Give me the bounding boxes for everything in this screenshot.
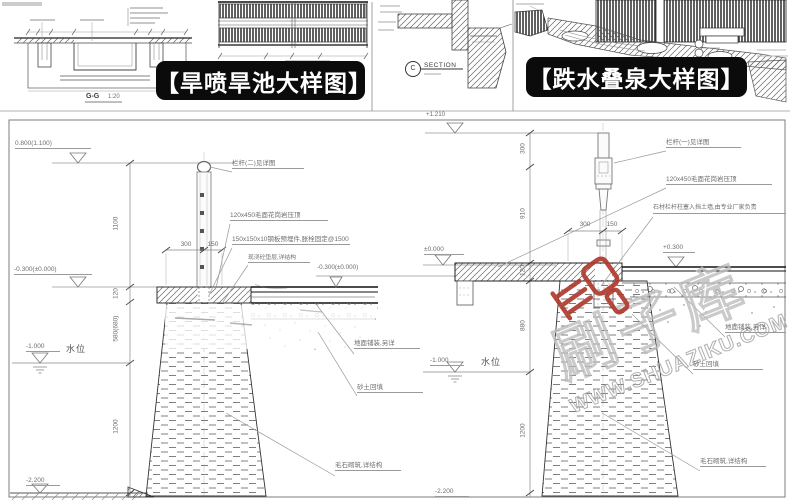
drawing-label-dry-fountain: 【旱喷旱池大样图】 <box>156 61 371 100</box>
elev-right-water: -1.000 <box>430 357 464 367</box>
rubble-pier-body <box>145 302 267 497</box>
note-sand-right: 砂土回填 <box>693 361 763 371</box>
elev-left-top: 0.800(1.100) <box>15 140 91 150</box>
left-pier-detail <box>10 152 455 500</box>
drawing-label-waterfall: 【跌水叠泉大样图】 <box>526 57 747 97</box>
note-coping-left: 120x450毛面花岗岩压顶 <box>230 212 328 222</box>
dim-left-1100: 1100 <box>112 216 120 231</box>
dim-left-120: 120 <box>112 288 120 300</box>
section-mark-gg: G-G <box>86 93 100 100</box>
railing-ball-finial <box>196 160 212 174</box>
dim-left-1200: 1200 <box>112 419 120 434</box>
elev-left-slab: -0.300(±0.000) <box>14 266 92 276</box>
note-stone-railing: 石材栏杆柱塞入挡土墙,由专业厂家负责 <box>653 205 786 214</box>
stone-railing-post <box>594 132 613 247</box>
note-railing-2: 栏杆(二)见详图 <box>232 160 304 170</box>
dim-left-h300: 300 <box>180 241 192 248</box>
elev-mid-paving: -0.300(±0.000) <box>317 264 359 271</box>
right-pier-detail <box>423 122 786 497</box>
elev-right-zero: ±0.000 <box>424 246 464 256</box>
dim-left-h150: 150 <box>207 241 219 248</box>
note-rubble-left: 毛石砌筑,详结构 <box>335 462 401 472</box>
dim-right-880: 880 <box>519 320 527 332</box>
elev-right-bottom: -2.200 <box>435 488 469 498</box>
elev-right-paving: +0.300 <box>663 244 695 254</box>
leader-lines <box>208 166 358 477</box>
section-bubble-letter: C <box>410 65 416 72</box>
note-paving-right: 地面铺装,另详 <box>725 324 786 334</box>
dim-right-910: 910 <box>519 208 527 220</box>
note-rubble-right: 毛石砌筑,详结构 <box>700 458 766 468</box>
paving-layers-right <box>622 266 786 329</box>
elev-left-water: -1.000 <box>26 343 60 353</box>
note-cast-concrete: 现浇砼垫层,详结构 <box>248 255 310 264</box>
water-level-label-right: 水位 <box>481 357 502 367</box>
watermark-brush-icon <box>550 256 630 321</box>
smudge-artifact <box>165 283 375 349</box>
coping-slab-right <box>454 262 623 282</box>
section-scale-gg: 1:20 <box>108 94 120 100</box>
water-level-label-left: 水位 <box>66 344 87 354</box>
elev-right-top: +1.210 <box>426 111 446 118</box>
note-coping-right: 120x450毛面花岗岩压顶 <box>666 176 772 186</box>
dim-right-120: 120 <box>519 265 527 277</box>
dim-right-1200: 1200 <box>519 423 527 438</box>
note-embed-plate: 150x150x10钢板预埋件,胀栓固定@1500 <box>232 236 350 246</box>
dim-right-h300: 300 <box>579 221 591 228</box>
elev-left-bottom: -2.200 <box>26 477 60 487</box>
note-sand-left: 砂土回填 <box>357 384 423 394</box>
section-label: SECTION <box>424 62 457 69</box>
note-railing-1: 栏杆(一)见详图 <box>666 139 741 149</box>
dim-right-300v: 300 <box>519 143 527 155</box>
leader-lines-right <box>497 150 726 472</box>
note-paving-left: 地面铺装,另详 <box>354 340 420 350</box>
mini-pool-plan <box>217 1 369 62</box>
dim-left-580: 580(680) <box>112 315 120 342</box>
dim-right-h150: 150 <box>606 221 618 228</box>
mini-wall-section <box>378 0 513 89</box>
